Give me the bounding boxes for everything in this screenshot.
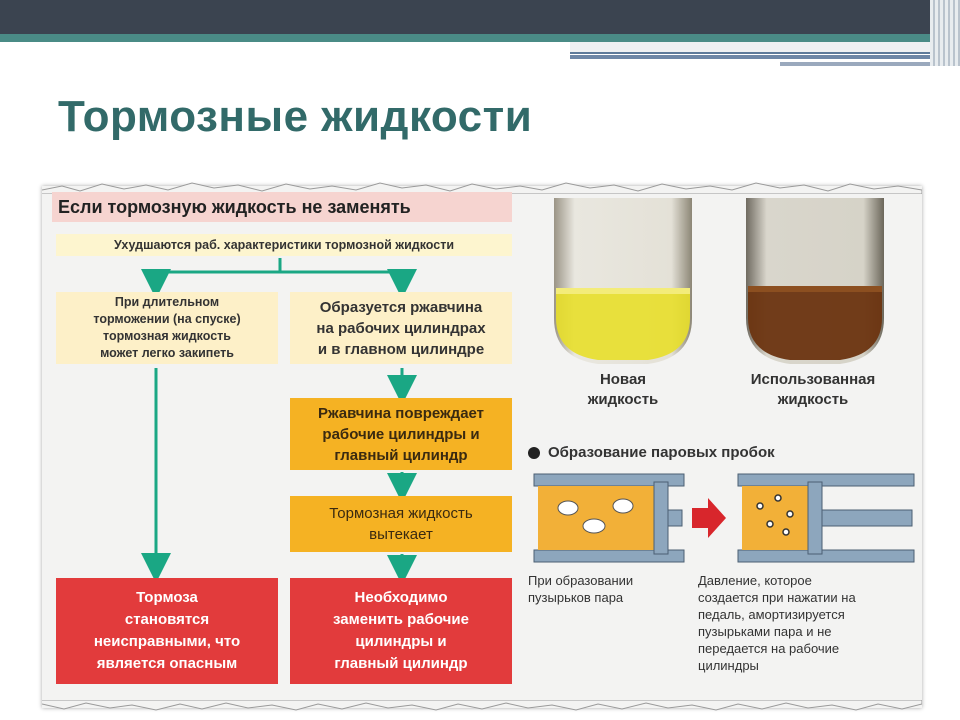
vapor-title: Образование паровых пробок — [528, 444, 775, 461]
torn-edge-bottom — [42, 700, 922, 711]
used-label-line-2: жидкость — [777, 391, 849, 408]
replace-line-4: главный цилиндр — [334, 655, 468, 672]
new-fluid-liquid — [556, 290, 690, 360]
flow-box-rust: Образуется ржавчина на рабочих цилиндрах… — [290, 292, 512, 364]
damage-line-2: рабочие цилиндры и — [322, 425, 480, 443]
leak-line-2: вытекает — [369, 526, 433, 543]
replace-line-1: Необходимо — [354, 589, 448, 606]
header-band-light — [570, 42, 960, 54]
vapor-right-line-2: создается при нажатии на — [698, 590, 856, 605]
flow-box-boiling: При длительном торможении (на спуске) то… — [56, 292, 278, 364]
cylinder-bubbles — [533, 473, 685, 563]
vapor-right-line-1: Давление, которое — [698, 573, 812, 588]
vapor-left-line-1: При образовании — [528, 573, 634, 588]
flow-box-leak: Тормозная жидкость вытекает — [290, 496, 512, 552]
flow-result-danger: Тормоза становятся неисправными, что явл… — [56, 578, 278, 684]
replace-line-3: цилиндры и — [355, 633, 447, 650]
leak-line-1: Тормозная жидкость — [329, 505, 473, 522]
header-bar — [0, 0, 960, 34]
arrow-group — [141, 258, 417, 585]
rust-line-2: на рабочих цилиндрах — [316, 319, 486, 337]
vapor-right-line-5: передается на рабочие — [698, 641, 840, 656]
header-band-teal — [0, 34, 960, 42]
vapor-right-line-3: педаль, амортизируется — [698, 607, 845, 622]
danger-line-3: неисправными, что — [93, 633, 241, 650]
jar-new-fluid — [554, 198, 692, 364]
flow-header: Если тормозную жидкость не заменять — [52, 192, 512, 222]
rust-line-3: и в главном цилиндре — [317, 340, 485, 358]
flow-box-damage: Ржавчина повреждает рабочие цилиндры и г… — [290, 398, 512, 470]
danger-line-1: Тормоза — [136, 589, 198, 606]
boiling-line-3: тормозная жидкость — [103, 329, 231, 343]
caption-used-fluid: Использованная жидкость — [718, 370, 908, 410]
caption-new-fluid: Новая жидкость — [558, 370, 688, 410]
damage-line-3: главный цилиндр — [334, 446, 468, 464]
header-band-blue-short — [780, 62, 940, 66]
boiling-line-1: При длительном — [114, 295, 220, 309]
slide-title: Тормозные жидкости — [58, 92, 533, 141]
danger-line-4: является опасным — [96, 655, 238, 672]
bullet-icon — [528, 446, 540, 459]
header-corner-stripes — [930, 0, 960, 66]
vapor-right-line-6: цилиндры — [698, 658, 759, 673]
vapor-left-line-2: пузырьков пара — [528, 590, 624, 605]
danger-line-2: становятся — [124, 611, 210, 628]
vapor-title-text: Образование паровых пробок — [548, 444, 775, 461]
new-label-line-1: Новая — [599, 371, 647, 388]
vapor-caption-left: При образовании пузырьков пара — [528, 572, 678, 606]
used-fluid-liquid — [748, 288, 882, 360]
boiling-line-4: может легко закипеть — [100, 346, 234, 360]
arrow-right-icon — [692, 498, 726, 538]
vapor-right-line-4: пузырьками пара и не — [698, 624, 832, 639]
damage-line-1: Ржавчина повреждает — [317, 404, 485, 422]
flow-subheader: Ухудшаются раб. характеристики тормозной… — [56, 234, 512, 256]
vapor-caption-right: Давление, которое создается при нажатии … — [698, 572, 918, 674]
boiling-line-2: торможении (на спуске) — [93, 312, 241, 326]
torn-edge-top — [42, 182, 922, 194]
flow-result-replace: Необходимо заменить рабочие цилиндры и г… — [290, 578, 512, 684]
header-band-blue — [570, 55, 940, 59]
cylinder-compressed — [737, 473, 915, 563]
rust-line-1: Образуется ржавчина — [319, 298, 483, 316]
new-label-line-2: жидкость — [587, 391, 659, 408]
replace-line-2: заменить рабочие — [333, 611, 469, 628]
jar-used-fluid — [746, 198, 884, 364]
used-label-line-1: Использованная — [750, 371, 876, 388]
vapor-lock-illustration — [533, 473, 915, 563]
